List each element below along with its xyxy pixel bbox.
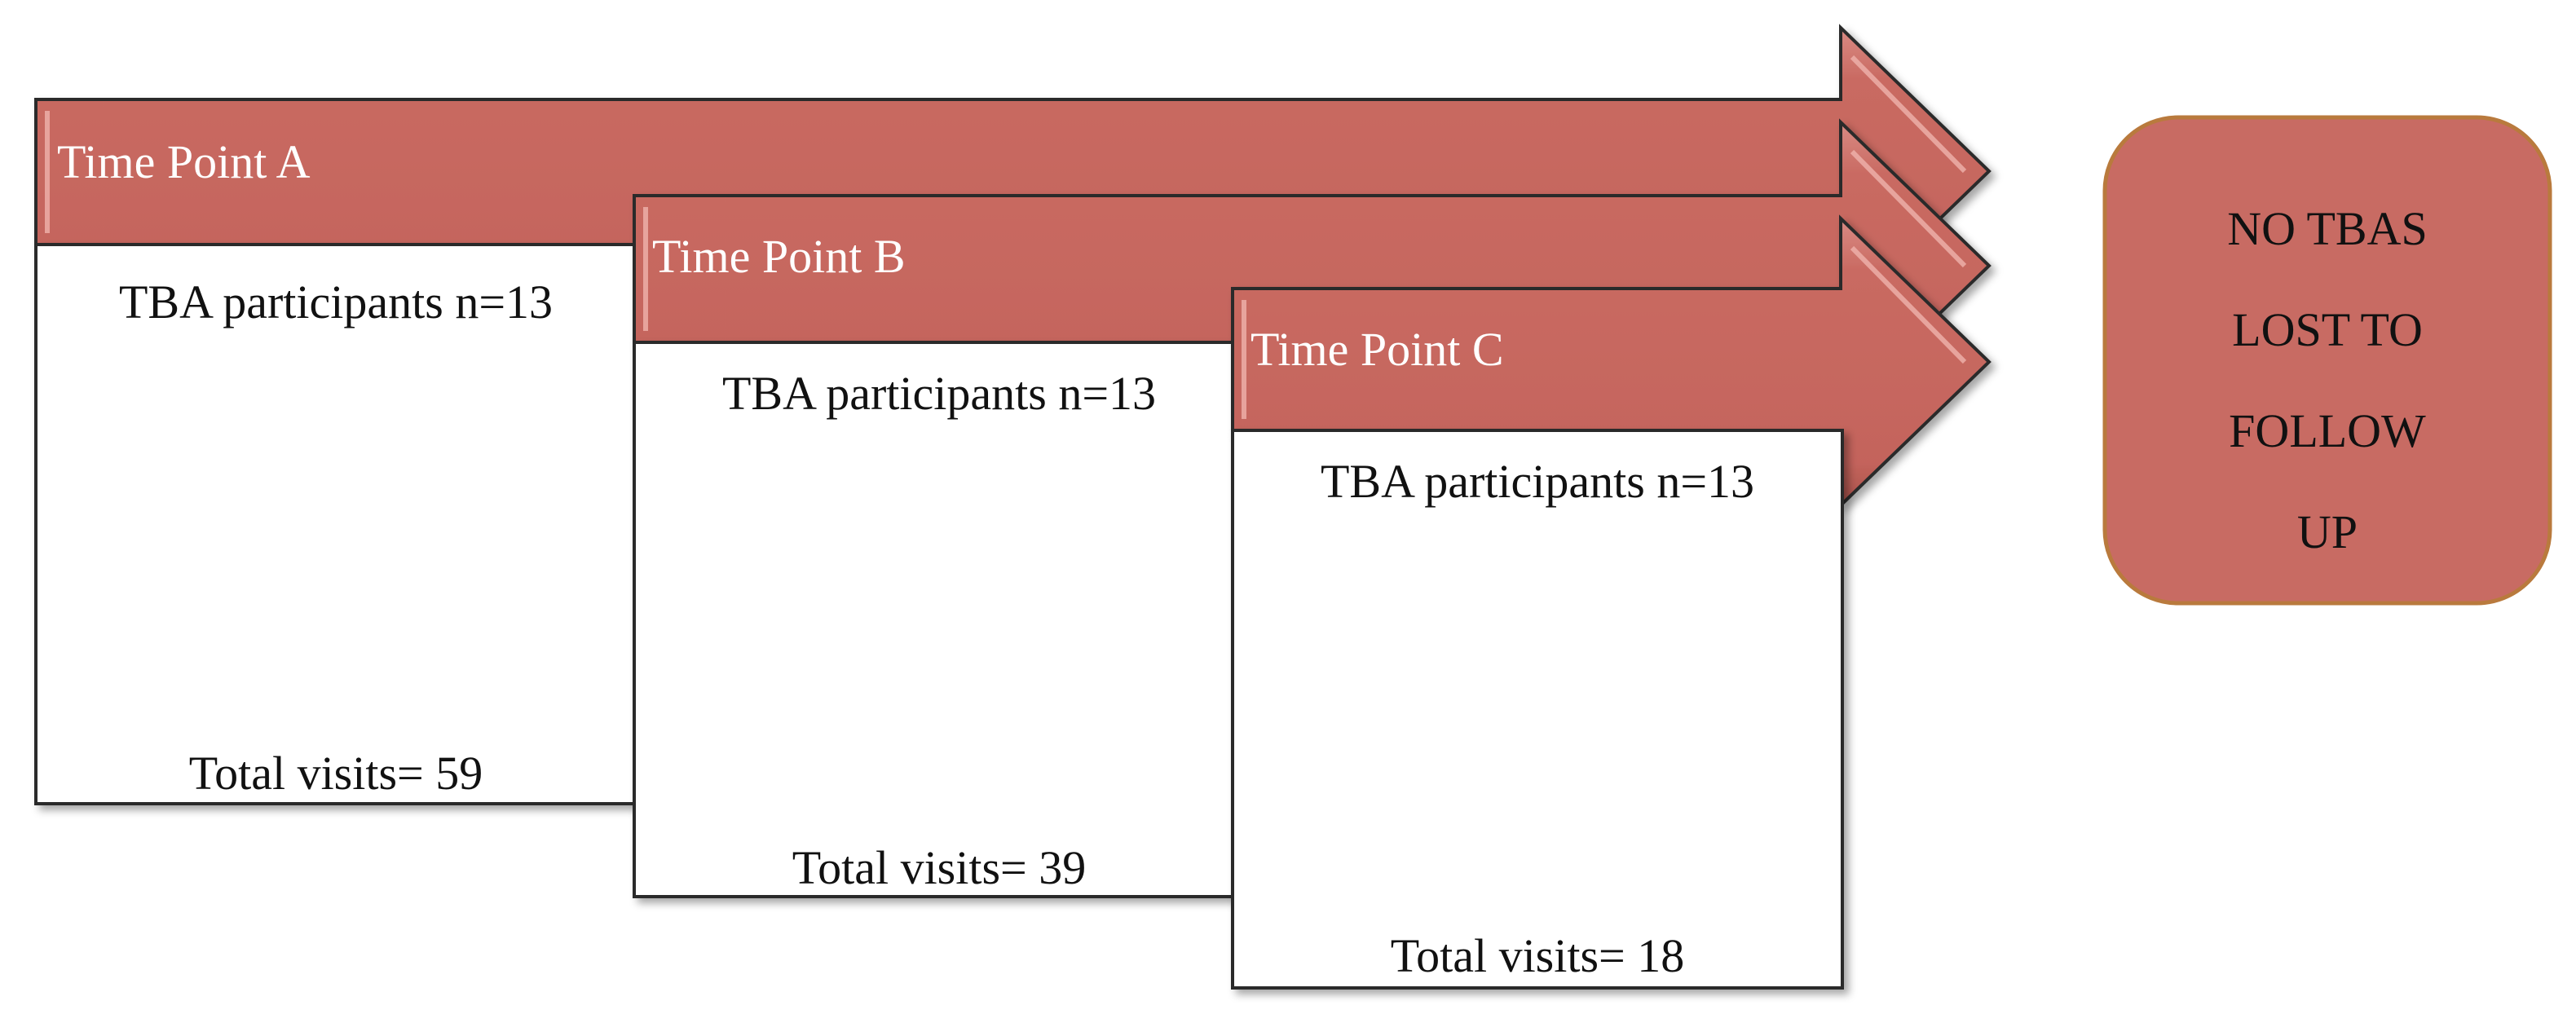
stage-c-arrow-bevel — [1242, 245, 1967, 419]
stage-c-participants: TBA participants n=13 — [1321, 455, 1754, 508]
stage-a-participants: TBA participants n=13 — [119, 276, 553, 328]
stage-b-arrow-bevel — [643, 149, 1967, 331]
stage-a-visits: Total visits= 59 — [189, 747, 483, 800]
stage-a-arrow-bevel — [45, 55, 1967, 233]
note-line-3: FOLLOW — [2229, 404, 2426, 457]
note-line-1: NO TBAS — [2227, 202, 2427, 255]
stage-b-participants: TBA participants n=13 — [722, 367, 1156, 420]
stage-c-box — [1231, 429, 1844, 990]
stage-a: Time Point A TBA participants n=13 Total… — [34, 24, 1992, 805]
stage-b-box — [633, 341, 1236, 898]
note-line-4: UP — [2297, 505, 2358, 558]
stage-a-box — [34, 243, 637, 805]
note-line-2: LOST TO — [2232, 303, 2423, 356]
stage-a-title: Time Point A — [57, 135, 311, 188]
stage-b-visits: Total visits= 39 — [792, 841, 1087, 894]
note-box — [2102, 115, 2552, 606]
stage-c-title: Time Point C — [1251, 323, 1504, 376]
stage-c-visits: Total visits= 18 — [1391, 929, 1685, 982]
stage-b-title: Time Point B — [652, 230, 906, 283]
stage-c: Time Point C TBA participants n=13 Total… — [1231, 214, 1992, 990]
loss-to-follow-up-note: NO TBAS LOST TO FOLLOW UP — [2102, 115, 2552, 606]
